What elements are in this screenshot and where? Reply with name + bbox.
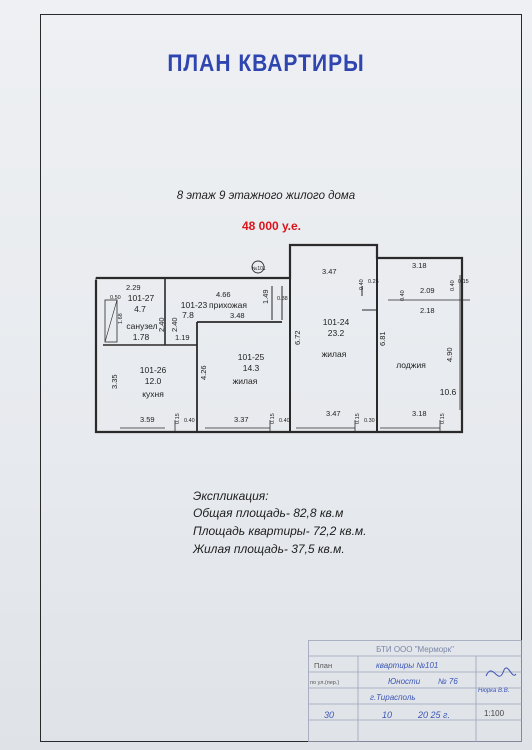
dimension: 4.66 bbox=[216, 290, 231, 299]
room-id: 101-27 bbox=[128, 293, 155, 303]
explication-apartment-area: Площадь квартиры- 72,2 кв.м. bbox=[193, 524, 367, 538]
dimension: 3.18 bbox=[412, 409, 427, 418]
room-labels: 101-27 4.7 101-23 прихожая 7.8 санузел 1… bbox=[126, 293, 456, 399]
walls bbox=[94, 243, 470, 434]
room-area: 10.6 bbox=[440, 387, 457, 397]
dimension: 0.25 bbox=[368, 279, 379, 285]
dimension: 0.50 bbox=[110, 295, 121, 301]
dimension: 0.15 bbox=[440, 413, 446, 424]
dimension: 1.19 bbox=[175, 333, 190, 342]
room-area: 12.0 bbox=[145, 376, 162, 386]
room-id: 101-26 bbox=[140, 365, 167, 375]
dimension: 0.30 bbox=[364, 418, 375, 424]
dimension: 0.40 bbox=[279, 418, 290, 424]
signature-icon bbox=[485, 667, 517, 677]
dimension: 3.47 bbox=[326, 409, 341, 418]
room-name: жилая bbox=[322, 349, 347, 359]
room-id: 101-24 bbox=[323, 317, 350, 327]
room-name: прихожая bbox=[209, 300, 247, 310]
dimension: 6.81 bbox=[378, 331, 387, 346]
dimension: 3.59 bbox=[140, 415, 155, 424]
stamp-scale: 1:100 bbox=[484, 709, 505, 718]
room-name: жилая bbox=[233, 376, 258, 386]
dimension: 0.15 bbox=[355, 413, 361, 424]
stamp-street-label: по ул.(пер.) bbox=[310, 680, 339, 686]
dimension: 0.15 bbox=[175, 413, 181, 424]
dimension: 0.40 bbox=[400, 290, 406, 301]
stamp-plan-label: План bbox=[314, 661, 332, 670]
room-id: 101-23 bbox=[181, 300, 208, 310]
dimension: 3.48 bbox=[230, 311, 245, 320]
room-area: 4.7 bbox=[134, 304, 146, 314]
stamp-date-day: 30 bbox=[324, 710, 334, 720]
dimension: 2.18 bbox=[420, 306, 435, 315]
explication-heading: Экспликация: bbox=[193, 489, 269, 503]
dimension: 2.40 bbox=[170, 317, 179, 332]
price: 48 000 у.е. bbox=[242, 219, 301, 233]
dimension: 3.18 bbox=[412, 261, 427, 270]
dimension: 0.40 bbox=[184, 418, 195, 424]
dimension: 2.09 bbox=[420, 286, 435, 295]
room-area: 23.2 bbox=[328, 328, 345, 338]
stamp-house-number: № 76 bbox=[438, 677, 458, 686]
apartment-marker: №101 bbox=[252, 266, 266, 272]
dimension: 3.35 bbox=[110, 374, 119, 389]
room-area: 14.3 bbox=[243, 363, 260, 373]
dimension: 3.37 bbox=[234, 415, 249, 424]
plan-title: ПЛАН КВАРТИРЫ bbox=[167, 50, 365, 77]
stamp-date-month: 10 bbox=[382, 710, 392, 720]
dimension: 1.68 bbox=[118, 313, 124, 324]
stamp-plan-value: квартиры №101 bbox=[376, 661, 438, 670]
room-name: кухня bbox=[142, 389, 164, 399]
dimension: 1.49 bbox=[261, 289, 270, 304]
room-id: 101-25 bbox=[238, 352, 265, 362]
dimension: 0.15 bbox=[458, 279, 469, 285]
dimension: 2.29 bbox=[126, 283, 141, 292]
room-name: санузел bbox=[126, 321, 157, 331]
dimension: 0.40 bbox=[359, 279, 365, 290]
dimension: 0.15 bbox=[270, 413, 276, 424]
bti-stamp: БТИ ООО "Мерморк" План квартиры №101 по … bbox=[308, 640, 522, 742]
stamp-street-value: Юности bbox=[388, 677, 421, 686]
dimension: 6.72 bbox=[293, 330, 302, 345]
dimension: 3.47 bbox=[322, 267, 337, 276]
stamp-header: БТИ ООО "Мерморк" bbox=[376, 645, 454, 654]
dimension: 2.40 bbox=[157, 317, 166, 332]
dimension: 4.90 bbox=[445, 347, 454, 362]
dimension-labels: 2.29 4.66 0.50 1.68 2.40 2.40 3.48 1.49 … bbox=[110, 261, 469, 424]
dimension: 0.40 bbox=[450, 280, 456, 291]
explication-total-area: Общая площадь- 82,8 кв.м bbox=[193, 506, 344, 520]
stamp-city: г.Тирасполь bbox=[370, 693, 416, 702]
stamp-date-year: 20 25 г. bbox=[417, 710, 450, 720]
room-area: 7.8 bbox=[182, 310, 194, 320]
drawing-frame bbox=[40, 14, 522, 742]
explication-living-area: Жилая площадь- 37,5 кв.м. bbox=[193, 542, 345, 556]
room-area: 1.78 bbox=[133, 332, 150, 342]
dimension: 0.38 bbox=[277, 296, 288, 302]
building-info: 8 этаж 9 этажного жилого дома bbox=[176, 190, 356, 202]
stamp-signer: Нюрка В.В. bbox=[478, 688, 509, 694]
dimension: 4.26 bbox=[199, 365, 208, 380]
stamp-table: БТИ ООО "Мерморк" План квартиры №101 по … bbox=[308, 640, 522, 742]
room-name: лоджия bbox=[396, 360, 426, 370]
